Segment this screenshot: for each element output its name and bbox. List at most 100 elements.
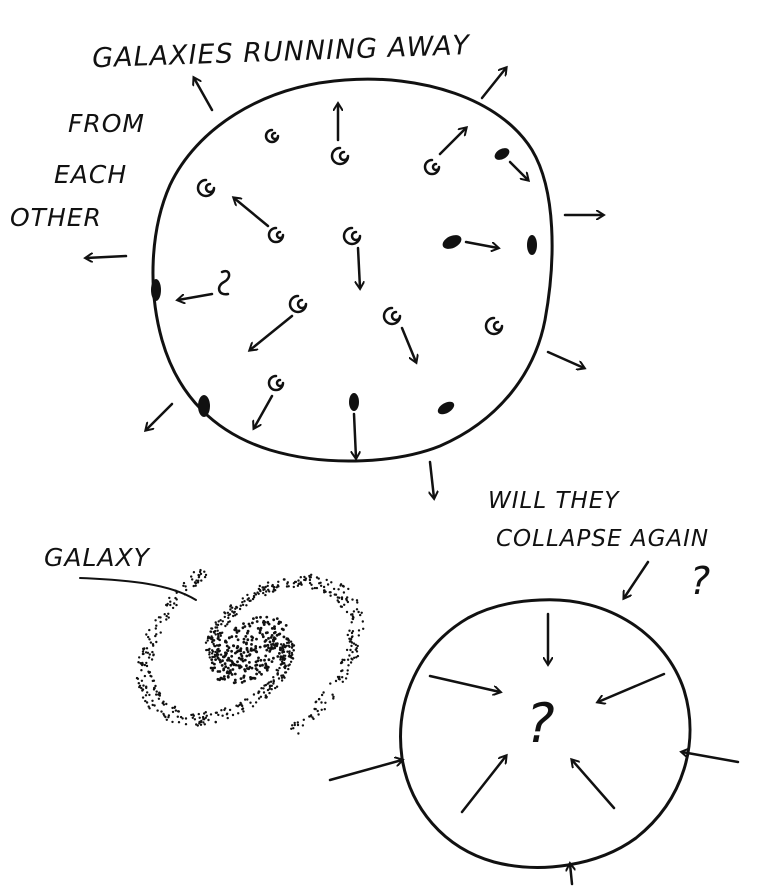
galaxy-star-dot [258, 671, 261, 674]
galaxy-star-dot [157, 693, 159, 695]
galaxy-star-dot [204, 576, 206, 578]
galaxy-star-dot [220, 709, 222, 711]
galaxy-star-dot [257, 659, 260, 662]
galaxy-star-dot [211, 641, 213, 643]
galaxy-star-dot [158, 698, 160, 700]
galaxy-star-dot [294, 724, 296, 726]
galaxy-star-dot [215, 633, 217, 635]
spiral-galaxy [136, 569, 365, 735]
galaxy-star-dot [155, 633, 157, 635]
galaxy-star-dot [288, 646, 290, 648]
galaxy-star-dot [195, 585, 197, 587]
galaxy-star-dot [168, 616, 170, 618]
galaxy-star-dot [209, 630, 211, 632]
galaxy-star-dot [277, 584, 279, 586]
galaxy-star-dot [217, 637, 219, 639]
galaxy-star-dot [356, 601, 358, 603]
galaxy-star-dot [145, 687, 147, 689]
galaxy-star-dot [283, 636, 286, 639]
galaxy-star-dot [150, 641, 152, 643]
galaxy-star-dot [210, 658, 213, 661]
galaxy-star-dot [350, 638, 352, 640]
galaxy-star-dot [313, 708, 315, 710]
galaxy-star-dot [291, 643, 293, 645]
galaxy-star-dot [241, 705, 243, 707]
galaxy-star-dot [218, 659, 221, 662]
galaxy-star-dot [357, 645, 359, 647]
galaxy-star-dot [278, 633, 281, 636]
galaxy-star-dot [244, 670, 247, 673]
galaxy-star-dot [285, 671, 287, 673]
galaxy-star-dot [260, 659, 263, 662]
galaxy-star-dot [223, 675, 226, 678]
galaxy-star-dot [263, 659, 266, 662]
galaxy-star-dot [193, 585, 195, 587]
galaxy-star-dot [167, 603, 169, 605]
galaxy-star-dot [236, 660, 239, 663]
galaxy-star-dot [203, 571, 205, 573]
galaxy-star-dot [244, 635, 247, 638]
galaxy-star-dot [284, 655, 286, 657]
galaxy-star-dot [219, 650, 221, 652]
galaxy-star-dot [351, 632, 353, 634]
galaxy-star-dot [255, 701, 257, 703]
galaxy-star-dot [257, 657, 260, 660]
galaxy-star-dot [262, 687, 264, 689]
galaxy-star-dot [251, 622, 254, 625]
galaxy-star-dot [222, 620, 224, 622]
galaxy-star-dot [242, 710, 244, 712]
galaxy-star-dot [200, 579, 202, 581]
galaxy-star-dot [362, 620, 364, 622]
galaxy-star-dot [174, 590, 176, 592]
galaxy-star-dot [341, 596, 343, 598]
galaxy-star-dot [350, 645, 352, 647]
galaxy-star-dot [221, 664, 224, 667]
galaxy-star-dot [291, 724, 293, 726]
galaxy-star-dot [243, 638, 246, 641]
mini-galaxy [384, 308, 416, 362]
galaxy-star-dot [143, 647, 145, 649]
galaxy-star-dot [160, 631, 162, 633]
galaxy-star-dot [327, 583, 329, 585]
galaxy-label: GALAXY [44, 543, 151, 572]
outward-arrow [86, 256, 126, 258]
galaxy-star-dot [151, 651, 153, 653]
galaxy-star-dot [265, 684, 267, 686]
galaxy-star-dot [173, 707, 175, 709]
galaxy-star-dot [242, 707, 244, 709]
galaxy-star-dot [234, 611, 236, 613]
galaxy-star-dot [288, 650, 290, 652]
mini-galaxy [254, 376, 283, 428]
inward-arrow [330, 760, 402, 780]
galaxy-star-dot [269, 685, 271, 687]
galaxy-star-dot [202, 716, 204, 718]
galaxy-star-dot [138, 656, 140, 658]
label-other: OTHER [10, 203, 102, 232]
galaxy-star-dot [259, 664, 262, 667]
galaxy-star-dot [248, 661, 251, 664]
outward-arrow [482, 68, 506, 98]
galaxy-star-dot [272, 618, 275, 621]
galaxy-star-dot [255, 616, 258, 619]
galaxy-star-dot [238, 657, 241, 660]
expanding-universe [86, 68, 603, 498]
galaxy-star-dot [152, 680, 154, 682]
galaxy-star-dot [316, 587, 318, 589]
galaxy-star-dot [198, 721, 200, 723]
galaxy-star-dot [357, 611, 359, 613]
galaxy-star-dot [235, 635, 238, 638]
galaxy-star-dot [230, 664, 233, 667]
galaxy-star-dot [227, 617, 229, 619]
galaxy-star-dot [338, 676, 340, 678]
galaxy-star-dot [246, 698, 248, 700]
galaxy-star-dot [165, 618, 167, 620]
galaxy-star-dot [318, 698, 320, 700]
galaxy-star-dot [145, 651, 147, 653]
mini-galaxy [198, 395, 210, 417]
galaxy-star-dot [280, 663, 282, 665]
outward-arrow [430, 462, 434, 498]
galaxy-star-dot [241, 681, 244, 684]
galaxy-star-dot [318, 582, 320, 584]
galaxy-star-dot [342, 585, 344, 587]
